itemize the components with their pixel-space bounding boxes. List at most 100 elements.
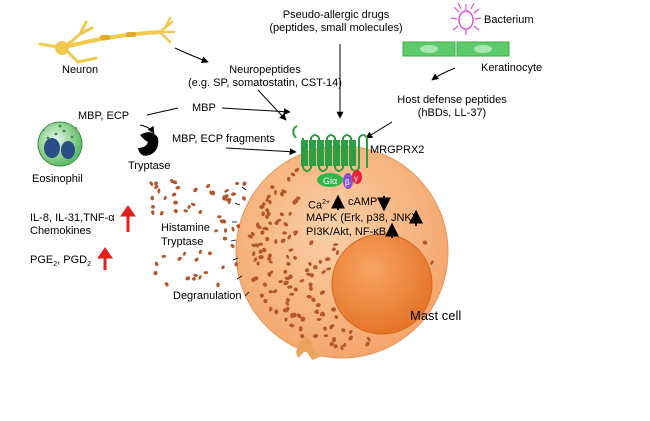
pseudo-allergic-title: Pseudo-allergic drugs — [282, 9, 390, 21]
granule — [342, 342, 347, 348]
released-granule — [154, 181, 158, 186]
signal-arrows — [331, 194, 423, 238]
granule — [252, 251, 256, 257]
g-protein-icon — [317, 170, 362, 189]
granule — [247, 234, 253, 239]
granule — [256, 225, 262, 229]
released-granule — [154, 261, 159, 267]
granule — [335, 250, 339, 255]
mbp-label: MBP — [192, 102, 216, 114]
granule — [340, 345, 344, 351]
released-granule — [214, 229, 219, 233]
granule — [308, 285, 313, 292]
granule — [318, 259, 323, 264]
granule — [334, 315, 339, 319]
granule — [323, 326, 328, 331]
granule — [268, 199, 272, 205]
granule — [312, 333, 319, 339]
released-granule — [183, 209, 188, 213]
released-granule — [221, 265, 225, 270]
granule — [250, 232, 255, 236]
pgd-base: PGD — [63, 254, 88, 266]
released-granule — [198, 275, 202, 280]
granule — [321, 269, 327, 275]
granule — [314, 309, 319, 314]
released-granule — [175, 185, 181, 190]
released-granule — [223, 228, 228, 233]
pge-subscript: 2 — [53, 261, 58, 269]
calcium-label: Ca2+ — [308, 196, 330, 213]
eosinophil-icon — [37, 121, 83, 167]
granule — [274, 239, 278, 245]
granule — [323, 334, 328, 338]
granule — [274, 189, 277, 195]
granule — [319, 290, 326, 295]
granule — [305, 268, 310, 273]
granule — [251, 243, 257, 248]
histamine-label: Histamine — [161, 222, 210, 234]
host-defense-title: Host defense peptides — [397, 94, 507, 106]
granule — [329, 341, 334, 347]
granule — [292, 200, 297, 205]
g-beta-label: β — [345, 178, 350, 187]
granule — [268, 306, 273, 312]
granule — [268, 221, 273, 225]
g-gamma-label: γ — [354, 174, 358, 183]
granule — [293, 231, 297, 236]
granule — [300, 333, 305, 339]
increase-arrows — [97, 205, 136, 270]
granule — [289, 292, 295, 296]
released-granule — [154, 185, 159, 189]
granule — [286, 261, 291, 266]
granule — [279, 212, 285, 217]
released-granule — [164, 282, 169, 287]
granule — [267, 253, 272, 259]
granule — [285, 301, 290, 306]
released-granule — [173, 209, 178, 214]
released-granule — [151, 204, 155, 209]
released-granule — [159, 211, 164, 216]
granule — [274, 309, 279, 315]
granule — [258, 249, 263, 254]
granule — [294, 167, 300, 173]
prostaglandins-label: PGE2, PGD2 — [30, 254, 91, 271]
granule — [274, 220, 279, 226]
released-granule — [224, 189, 229, 193]
granule — [257, 242, 264, 246]
granule — [256, 261, 260, 266]
chemokines: Chemokines — [30, 225, 92, 237]
surface-spikes — [230, 186, 250, 297]
granule — [311, 297, 316, 303]
granule — [259, 293, 264, 298]
released-granule — [153, 271, 158, 276]
neuropeptides-examples: (e.g. SP, somatostatin, CST-14) — [188, 77, 342, 89]
released-granule — [182, 251, 187, 256]
released-granule — [222, 236, 228, 241]
released-granule — [177, 256, 182, 261]
granule — [276, 218, 282, 222]
granule — [313, 265, 318, 270]
pge-base: PGE — [30, 254, 54, 266]
granule — [292, 312, 297, 318]
granule — [287, 285, 293, 289]
released-granule — [194, 257, 199, 262]
released-granule — [230, 243, 235, 248]
granule — [284, 276, 290, 281]
released-granule — [171, 192, 177, 197]
granule — [422, 240, 428, 245]
arrows — [139, 44, 456, 156]
granule — [293, 256, 298, 260]
released-granule — [170, 178, 174, 183]
granule — [348, 335, 353, 341]
granule — [296, 313, 302, 319]
pseudo-allergic-drugs-label: Pseudo-allergic drugs (peptides, small m… — [266, 9, 406, 35]
granule — [253, 257, 258, 263]
host-defense-examples: (hBDs, LL-37) — [417, 107, 487, 119]
granule — [285, 297, 291, 303]
granule — [283, 269, 288, 274]
granule — [287, 234, 292, 240]
granule — [298, 326, 303, 332]
granule-icon — [149, 167, 434, 351]
granule — [280, 238, 286, 244]
